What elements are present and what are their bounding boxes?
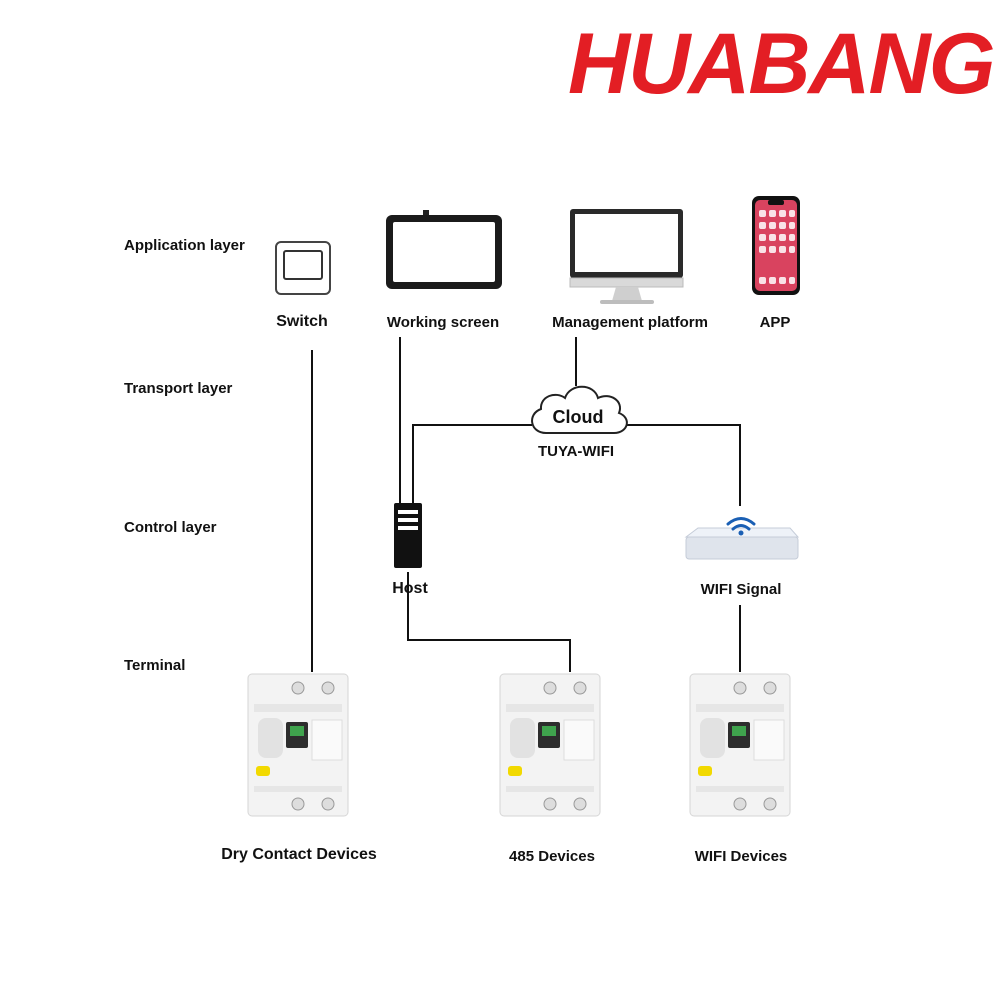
circuit-breaker-icon xyxy=(499,673,601,817)
rs485-devices-label: 485 Devices xyxy=(509,848,595,865)
wifi-devices-label: WIFI Devices xyxy=(694,848,788,865)
monitor-icon xyxy=(569,209,684,304)
switch-label: Switch xyxy=(276,313,328,330)
tuya-wifi-label: TUYA-WIFI xyxy=(537,443,615,460)
layer-label-transport: Transport layer xyxy=(124,380,233,397)
wifi-signal-label: WIFI Signal xyxy=(700,581,782,598)
management-platform-label: Management platform xyxy=(552,314,708,331)
wifi-router-icon xyxy=(684,517,800,560)
dry-contact-devices-label: Dry Contact Devices xyxy=(221,846,377,863)
layer-label-terminal: Terminal xyxy=(124,657,186,674)
host-label: Host xyxy=(392,580,428,597)
app-label: APP xyxy=(759,314,791,331)
working-screen-label: Working screen xyxy=(386,314,500,331)
connector-cloud-to-host xyxy=(412,424,532,505)
connector-cloud-to-router xyxy=(623,424,741,506)
cloud-icon xyxy=(531,385,628,434)
connector-host-to-485 xyxy=(407,572,571,672)
connector-lines xyxy=(311,337,741,672)
host-server-icon xyxy=(394,503,422,568)
circuit-breaker-icon xyxy=(247,673,349,817)
cloud-label: Cloud xyxy=(552,407,604,427)
layer-label-control: Control layer xyxy=(124,519,217,536)
brand-logo: HUABANG xyxy=(568,16,996,112)
touch-screen-icon xyxy=(386,210,502,289)
circuit-breaker-icon xyxy=(689,673,791,817)
smartphone-icon xyxy=(752,196,800,295)
layer-label-application: Application layer xyxy=(124,237,245,254)
wall-switch-icon xyxy=(275,241,331,295)
